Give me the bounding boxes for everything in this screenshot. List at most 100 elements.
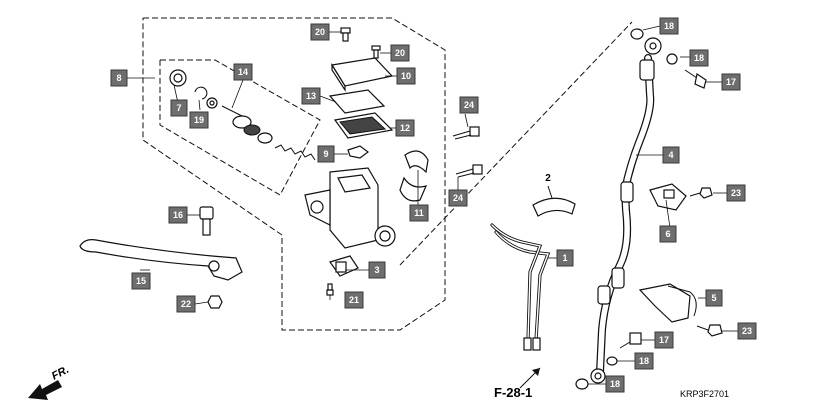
holder-bolt-lower <box>455 164 483 178</box>
oil-bolt-lower <box>619 332 642 349</box>
callout-3: 3 <box>368 261 386 279</box>
svg-text:18: 18 <box>610 379 620 389</box>
callout-20b: 20 <box>390 44 410 62</box>
callout-17a: 17 <box>721 73 741 91</box>
svg-text:7: 7 <box>176 103 181 113</box>
lever-pivot-bolt <box>199 206 214 236</box>
svg-text:15: 15 <box>136 276 146 286</box>
section-reference-arrow <box>519 367 541 389</box>
callout-7: 7 <box>170 99 188 117</box>
piston-boot <box>169 69 187 87</box>
callout-14: 14 <box>233 63 253 81</box>
svg-text:17: 17 <box>726 77 736 87</box>
callout-9: 9 <box>317 145 335 163</box>
piston-spring <box>274 144 316 161</box>
callout-19: 19 <box>189 111 209 129</box>
master-cylinder-body <box>304 167 396 249</box>
callout-21: 21 <box>344 291 364 309</box>
svg-text:11: 11 <box>414 208 424 218</box>
lower-banjo-fitting <box>590 368 606 384</box>
callout-24a: 24 <box>459 96 479 114</box>
master-cylinder-group-outline <box>142 17 446 331</box>
callout-12: 12 <box>395 119 415 137</box>
callout-18d: 18 <box>605 375 625 393</box>
svg-text:22: 22 <box>181 299 191 309</box>
section-reference: F-28-1 <box>494 385 532 400</box>
callout-18b: 18 <box>689 49 709 67</box>
svg-text:8: 8 <box>116 73 121 83</box>
callout-6: 6 <box>659 225 677 243</box>
svg-text:5: 5 <box>711 293 716 303</box>
callout-18a: 18 <box>659 17 679 35</box>
reservoir-cap-screw-lower <box>371 45 381 59</box>
sealing-washer-1 <box>630 28 644 40</box>
sealing-washer-2 <box>666 53 678 65</box>
svg-text:17: 17 <box>659 335 669 345</box>
callout-16: 16 <box>168 206 188 224</box>
callout-4: 4 <box>662 146 680 164</box>
svg-text:24: 24 <box>464 100 474 110</box>
callout-1: 1 <box>556 249 574 267</box>
hose-clamp-upper <box>649 183 687 211</box>
callout-18c: 18 <box>634 352 654 370</box>
svg-text:18: 18 <box>639 356 649 366</box>
master-cylinder-holder <box>399 150 429 202</box>
diagram-code: KRP3F2701 <box>680 389 729 399</box>
svg-text:1: 1 <box>562 253 567 263</box>
callout-15: 15 <box>131 272 151 290</box>
callout-13: 13 <box>301 87 321 105</box>
callout-5: 5 <box>705 289 723 307</box>
pivot-nut <box>207 295 223 309</box>
washer <box>206 97 218 109</box>
front-arrow-icon <box>28 380 62 400</box>
callout-11: 11 <box>409 204 429 222</box>
hose-connection-line <box>399 21 633 266</box>
svg-text:23: 23 <box>731 188 741 198</box>
callout-8: 8 <box>110 69 128 87</box>
switch-screw <box>326 283 334 296</box>
wire-clip <box>532 185 576 217</box>
callout-23b: 23 <box>737 322 757 340</box>
callout-24b: 24 <box>448 189 468 207</box>
reservoir-plate <box>328 89 386 114</box>
svg-text:10: 10 <box>401 71 411 81</box>
svg-text:18: 18 <box>664 21 674 31</box>
svg-text:18: 18 <box>694 53 704 63</box>
svg-text:12: 12 <box>400 123 410 133</box>
master-piston <box>221 105 273 144</box>
svg-text:23: 23 <box>742 326 752 336</box>
callout-10: 10 <box>396 67 416 85</box>
svg-text:20: 20 <box>395 48 405 58</box>
callout-20a: 20 <box>310 23 330 41</box>
hose-guide <box>638 283 697 323</box>
svg-text:4: 4 <box>668 150 673 160</box>
svg-text:14: 14 <box>238 67 248 77</box>
upper-banjo-fitting <box>644 37 662 55</box>
piston-kit-outline <box>159 59 321 196</box>
holder-bolt-upper <box>452 126 480 140</box>
brake-hose <box>596 54 655 376</box>
brake-lever <box>79 239 243 281</box>
circlip <box>194 86 208 100</box>
svg-text:16: 16 <box>173 210 183 220</box>
sealing-washer-3 <box>606 356 618 366</box>
svg-text:6: 6 <box>665 229 670 239</box>
svg-text:13: 13 <box>306 91 316 101</box>
leader-lines <box>127 25 738 385</box>
svg-text:20: 20 <box>315 27 325 37</box>
callout-22: 22 <box>176 295 196 313</box>
svg-text:3: 3 <box>374 265 379 275</box>
brake-switch-boot <box>347 145 369 159</box>
oil-bolt-upper <box>684 69 707 89</box>
clamp-bolt-upper <box>689 187 713 199</box>
reservoir-cap-screw-upper <box>340 27 351 42</box>
callout-23a: 23 <box>726 184 746 202</box>
svg-text:24: 24 <box>453 193 463 203</box>
label-2: 2 <box>545 173 551 184</box>
front-indicator-label: FR. <box>50 364 71 383</box>
clamp-bolt-lower <box>696 324 723 337</box>
svg-text:19: 19 <box>194 115 204 125</box>
front-stop-switch <box>329 255 359 277</box>
